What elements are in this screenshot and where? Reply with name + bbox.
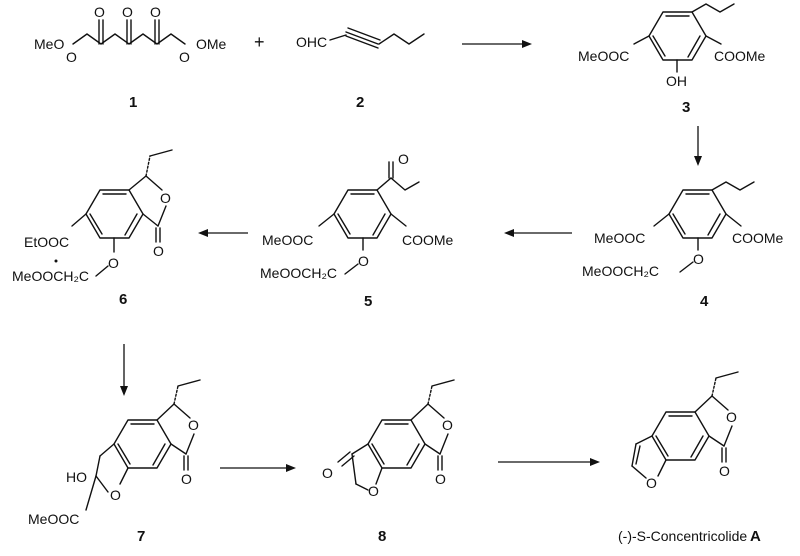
- compound-4-side-chain: MeOOCH₂C: [582, 263, 659, 279]
- compound-5-ester-right: COOMe: [402, 232, 454, 248]
- compound-4-ether-o: O: [693, 251, 704, 267]
- compound-5-number: 5: [364, 293, 372, 310]
- plus-sign: +: [254, 32, 265, 52]
- compound-1-meo: MeO: [34, 36, 64, 52]
- compound-4-ester-right: COOMe: [732, 230, 784, 246]
- compound-6-ring-o: O: [160, 190, 171, 206]
- compound-1-carbonyl-o-left: O: [94, 4, 105, 20]
- compound-7-carbonyl-o: O: [181, 471, 192, 487]
- arrow-5-to-6: [198, 229, 248, 237]
- compound-1-carbonyl-o-right: O: [150, 4, 161, 20]
- product-ring-o: O: [726, 409, 737, 425]
- product-letter: A: [750, 528, 761, 545]
- compound-8-structure: O O O O: [322, 379, 455, 499]
- compound-7-number: 7: [137, 528, 145, 545]
- arrow-6-to-7: [120, 344, 128, 396]
- product-carbonyl-o: O: [719, 463, 730, 479]
- compound-1-number: 1: [129, 94, 137, 111]
- compound-3-structure: MeOOC COOMe OH: [578, 3, 766, 89]
- compound-8-carbonyl-o: O: [435, 471, 446, 487]
- compound-2-cho: OHC: [296, 34, 327, 50]
- compound-8-ketone-o: O: [322, 465, 333, 481]
- arrow-1-to-2: [462, 40, 532, 48]
- compound-1-ester-o-right: O: [179, 49, 190, 65]
- arrow-3-to-4: [694, 126, 702, 166]
- compound-4-number: 4: [700, 293, 709, 310]
- compound-1-ester-o-left: O: [66, 49, 77, 65]
- compound-2-number: 2: [356, 94, 364, 111]
- compound-7-ring-o: O: [188, 417, 199, 433]
- compound-6-ester: EtOOC: [24, 234, 69, 250]
- compound-1-ome: OMe: [196, 36, 227, 52]
- compound-5-ketone-o: O: [398, 151, 409, 167]
- compound-8-furan-o: O: [368, 483, 379, 499]
- product-furan-o: O: [646, 475, 657, 491]
- compound-3-ester-right: COOMe: [714, 48, 766, 64]
- compound-3-number: 3: [682, 99, 690, 116]
- compound-2-structure: OHC: [296, 27, 425, 50]
- arrow-4-to-5: [504, 229, 572, 237]
- compound-1-structure: O O O O O MeO OMe: [34, 4, 227, 65]
- compound-8-ring-o: O: [442, 417, 453, 433]
- compound-3-oh: OH: [666, 73, 687, 89]
- compound-7-furan-o: O: [110, 487, 121, 503]
- compound-6-ether-o: O: [108, 255, 119, 271]
- product-name: (-)-S-Concentricolide: [618, 528, 747, 544]
- compound-6-structure: O O O EtOOC MeOOCH₂C: [12, 149, 173, 284]
- compound-4-structure: O MeOOC COOMe MeOOCH₂C: [582, 181, 784, 279]
- arrow-8-to-product: [498, 458, 600, 466]
- compound-7-ester: MeOOC: [28, 511, 79, 527]
- compound-5-side-chain: MeOOCH₂C: [260, 265, 337, 281]
- arrow-7-to-8: [220, 464, 296, 472]
- compound-3-ester-left: MeOOC: [578, 48, 629, 64]
- compound-5-structure: O O MeOOC COOMe MeOOCH₂C: [260, 151, 454, 281]
- compound-5-ester-left: MeOOC: [262, 232, 313, 248]
- compound-6-side-chain: MeOOCH₂C: [12, 268, 89, 284]
- compound-6-carbonyl-o: O: [153, 243, 164, 259]
- compound-6-number: 6: [119, 291, 127, 308]
- compound-4-ester-left: MeOOC: [594, 230, 645, 246]
- compound-7-ho: HO: [66, 469, 87, 485]
- compound-8-number: 8: [378, 528, 386, 545]
- compound-1-ketone-o: O: [122, 4, 133, 20]
- compound-5-ether-o: O: [358, 253, 369, 269]
- compound-7-structure: O O O HO MeOOC: [28, 379, 201, 527]
- product-structure: O O O: [631, 371, 739, 491]
